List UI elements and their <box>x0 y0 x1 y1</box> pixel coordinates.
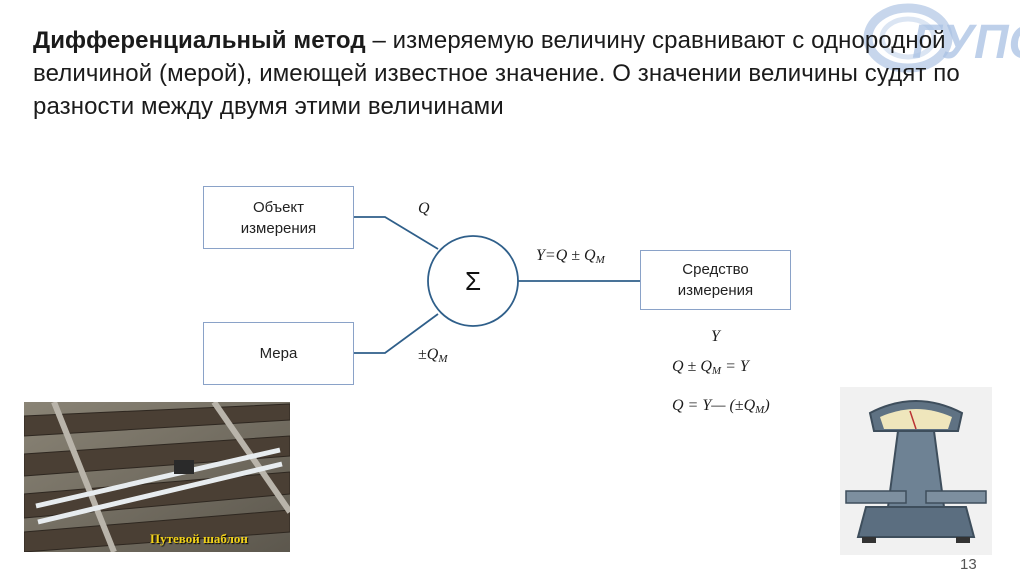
summator-symbol: Σ <box>464 265 482 296</box>
track-gauge-photo <box>24 402 290 552</box>
heading-term: Дифференциальный метод <box>33 27 366 54</box>
instrument-box-line2: измерения <box>677 282 754 299</box>
output-y-label: Y=Q ± QM <box>536 247 605 266</box>
university-logo: ГУПС <box>863 3 1020 73</box>
track-gauge-caption: Путевой шаблон <box>150 531 248 546</box>
object-of-measurement-box: Объект измерения <box>203 186 354 249</box>
object-box-line2: измерения <box>240 219 317 237</box>
instrument-box-line1: Средство <box>682 261 749 278</box>
logo-ring <box>863 3 953 73</box>
object-box-line1: Объект <box>252 198 305 216</box>
slide-heading: Дифференциальный метод – измеряемую вели… <box>33 24 983 123</box>
measure-box: Мера <box>203 322 354 385</box>
measuring-instrument-box: Средство измерения <box>640 250 791 310</box>
measure-box-label: Мера <box>259 345 298 362</box>
input-q-label: Q <box>418 200 430 217</box>
heading-definition: – измеряемую величину сравнивают с однор… <box>33 27 960 120</box>
logo-letters: ГУПС <box>912 16 1020 69</box>
connector-object-to-sum <box>354 216 439 250</box>
formula-difference: Q = Y— (±QM) <box>672 397 770 416</box>
formula-sum: Q ± QM = Y <box>672 358 749 377</box>
dial-scale-photo <box>840 387 992 555</box>
formula-y: Y <box>711 328 720 345</box>
input-qm-label: ±QM <box>418 346 448 365</box>
page-number: 13 <box>960 556 977 573</box>
